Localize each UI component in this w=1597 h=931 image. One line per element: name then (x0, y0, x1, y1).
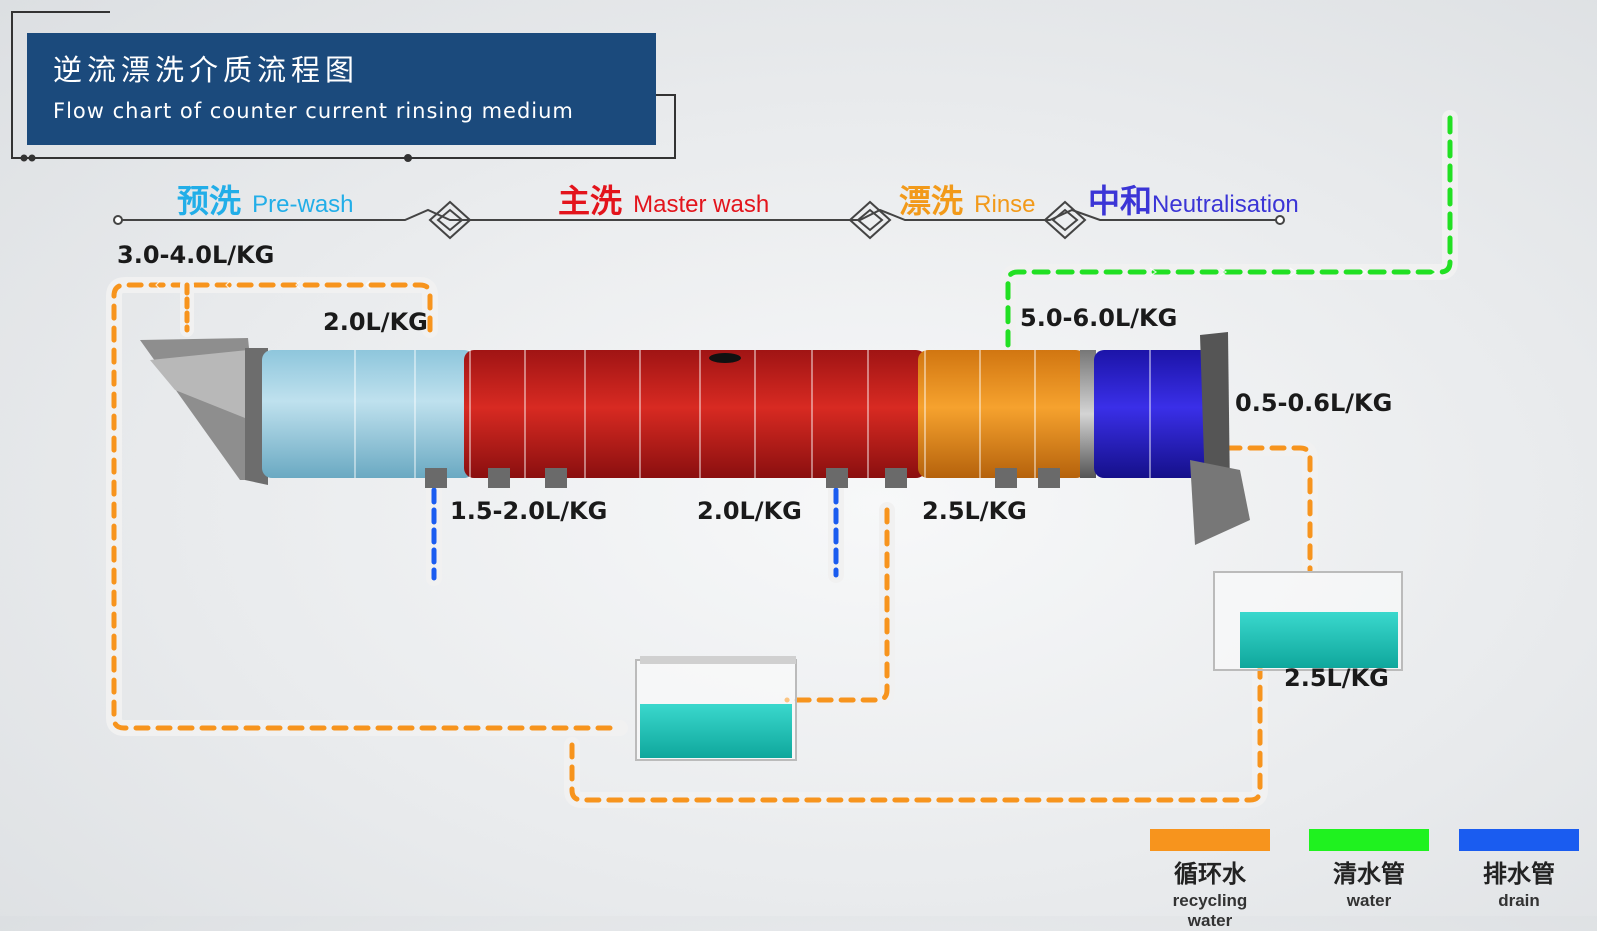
rate-tank-out: 2.5L/KG (1284, 664, 1389, 692)
legend-fresh-water: 清水管 water (1309, 829, 1429, 911)
title-english: Flow chart of counter current rinsing me… (53, 99, 574, 123)
legend-water-zh: 清水管 (1333, 860, 1405, 888)
master-wash-drum (464, 350, 926, 478)
stage-rinse-zh: 漂洗 (899, 182, 964, 220)
legend-swatch-recycling (1150, 829, 1270, 851)
stage-label-prewash: 预洗 Pre-wash (177, 176, 354, 222)
stage-master-zh: 主洗 (558, 182, 623, 220)
stage-label-rinse: 漂洗 Rinse (899, 176, 1036, 222)
rate-rinse-out: 2.5L/KG (922, 497, 1027, 525)
legend-swatch-drain (1459, 829, 1579, 851)
stage-label-master: 主洗 Master wash (558, 176, 769, 222)
recycling-pipes (106, 277, 1318, 808)
stage-master-en: Master wash (633, 191, 770, 218)
rate-neutral-out: 0.5-0.6L/KG (1235, 389, 1393, 417)
legend-swatch-water (1309, 829, 1429, 851)
legend-drain: 排水管 drain (1459, 829, 1579, 911)
stage-rinse-en: Rinse (974, 191, 1036, 218)
rate-inlet: 3.0-4.0L/KG (117, 241, 275, 269)
legend-drain-en: drain (1498, 891, 1540, 910)
stage-neutral-en: Neutralisation (1152, 191, 1299, 218)
stage-label-neutral: 中和Neutralisation (1088, 176, 1299, 222)
recycling-tank-right (1213, 571, 1403, 671)
stage-neutral-zh: 中和 (1088, 182, 1153, 220)
drain-pipes (426, 482, 844, 586)
legend-water-en: water (1346, 891, 1392, 910)
discharge-chute (1190, 460, 1250, 545)
rate-fresh-in: 5.0-6.0L/KG (1020, 304, 1178, 332)
stage-divider-line (113, 200, 1285, 240)
prewash-drum (262, 350, 474, 478)
title-frame (11, 11, 676, 162)
tunnel-washer (140, 332, 1250, 545)
legend-recycling-en: recycling water (1172, 891, 1248, 930)
rate-prewash-in: 2.0L/KG (323, 308, 428, 336)
title-panel: 逆流漂洗介质流程图 Flow chart of counter current … (27, 33, 656, 145)
title-chinese: 逆流漂洗介质流程图 (53, 53, 360, 87)
stage-prewash-en: Pre-wash (252, 191, 354, 218)
rate-master: 2.0L/KG (697, 497, 802, 525)
legend-recycling-zh: 循环水 (1174, 860, 1246, 888)
legend-drain-zh: 排水管 (1483, 860, 1555, 888)
neutralisation-drum (1094, 350, 1212, 478)
stage-prewash-zh: 预洗 (177, 182, 242, 220)
rinse-drum (918, 350, 1086, 478)
flow-arrows (155, 267, 1438, 290)
recycling-tank-left (635, 656, 797, 761)
rate-drain-1: 1.5-2.0L/KG (450, 497, 608, 525)
fresh-water-pipe (1000, 110, 1458, 353)
